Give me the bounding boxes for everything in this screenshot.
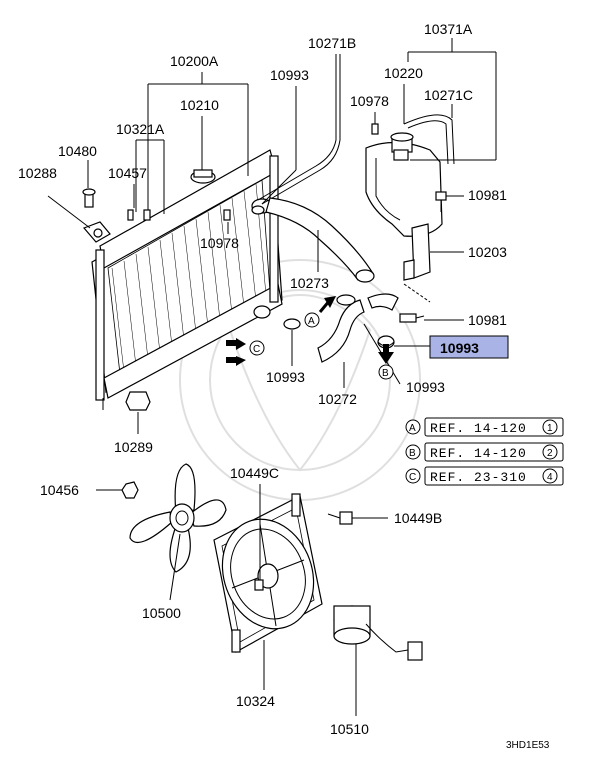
label-10456[interactable]: 10456	[40, 482, 79, 498]
reference-table: A REF. 14-120 1 B REF. 14-120 2 C REF. 2…	[405, 417, 564, 486]
reference-text: REF. 14-120	[430, 421, 527, 436]
radiator-core-fins	[111, 183, 267, 373]
label-10480[interactable]: 10480	[58, 143, 97, 159]
hose-clamp-a[interactable]	[336, 294, 356, 306]
shroud-bolt-b[interactable]	[327, 511, 353, 525]
radiator-rubber-mount[interactable]	[125, 391, 151, 411]
marker-b: B	[382, 368, 389, 379]
svg-text:1: 1	[547, 423, 553, 434]
label-10510[interactable]: 10510	[330, 721, 369, 737]
radiator-cap[interactable]	[190, 169, 216, 184]
svg-text:A: A	[409, 423, 416, 434]
label-10993-lower-left[interactable]: 10993	[266, 369, 305, 385]
reference-row[interactable]: B REF. 14-120 2	[405, 442, 564, 462]
flow-arrow-c	[226, 338, 246, 366]
label-10271C[interactable]: 10271C	[424, 87, 473, 103]
label-10220[interactable]: 10220	[384, 65, 423, 81]
reference-row[interactable]: A REF. 14-120 1	[405, 417, 564, 437]
cooling-fan[interactable]	[129, 463, 227, 573]
leader-lines	[47, 38, 497, 716]
reservoir-bolt-lower[interactable]	[399, 313, 425, 323]
label-10272[interactable]: 10272	[318, 391, 357, 407]
fan-nut[interactable]	[121, 481, 139, 499]
label-10371A[interactable]: 10371A	[424, 21, 473, 37]
label-10449C[interactable]: 10449C	[230, 465, 279, 481]
svg-text:B: B	[409, 448, 416, 459]
label-10210[interactable]: 10210	[180, 97, 219, 113]
label-10321A[interactable]: 10321A	[116, 121, 165, 137]
label-10457[interactable]: 10457	[108, 165, 147, 181]
lower-radiator-hose[interactable]	[317, 299, 365, 363]
label-10993-highlighted[interactable]: 10993	[440, 340, 479, 356]
marker-c: C	[253, 344, 260, 355]
highlight-box	[429, 335, 509, 359]
reference-text: REF. 14-120	[430, 446, 527, 461]
label-10271B[interactable]: 10271B	[308, 35, 356, 51]
svg-text:4: 4	[547, 472, 553, 483]
label-10993-lower-right[interactable]: 10993	[406, 379, 445, 395]
reservoir-tube[interactable]	[403, 114, 455, 165]
label-10288[interactable]: 10288	[18, 165, 57, 181]
label-10289[interactable]: 10289	[114, 439, 153, 455]
fan-shroud[interactable]	[208, 493, 329, 653]
fan-motor[interactable]	[333, 605, 423, 661]
label-10203[interactable]: 10203	[468, 244, 507, 260]
radiator[interactable]	[91, 149, 283, 410]
tube-clip-upper[interactable]	[371, 123, 379, 135]
arrow-markers: A B C	[249, 312, 394, 380]
svg-text:C: C	[409, 472, 416, 483]
reference-row[interactable]: C REF. 23-310 4	[405, 466, 564, 486]
hose-clamp-b[interactable]	[283, 318, 301, 330]
flow-arrow-a	[318, 296, 336, 313]
label-10981-lower[interactable]: 10981	[468, 312, 507, 328]
label-10324[interactable]: 10324	[236, 693, 275, 709]
label-10200A[interactable]: 10200A	[170, 53, 219, 69]
reference-text: REF. 23-310	[430, 470, 527, 485]
part-labels: 10200A 10210 10321A 10480 10457 10288 10…	[18, 21, 509, 737]
shroud-bolt-c[interactable]	[254, 579, 264, 591]
svg-text:2: 2	[547, 448, 553, 459]
label-10273[interactable]: 10273	[290, 275, 329, 291]
marker-a: A	[308, 316, 315, 327]
tube-clip-lower[interactable]	[223, 209, 231, 221]
label-10993-top[interactable]: 10993	[270, 67, 309, 83]
label-10978-left[interactable]: 10978	[200, 235, 239, 251]
overflow-tube[interactable]	[257, 54, 337, 201]
reservoir-bracket[interactable]	[403, 223, 431, 281]
drain-plug[interactable]	[127, 209, 151, 221]
radiator-mount-bracket[interactable]	[82, 188, 111, 243]
upper-radiator-hose[interactable]	[265, 197, 373, 281]
reservoir-tank[interactable]	[365, 132, 443, 237]
label-10500[interactable]: 10500	[142, 605, 181, 621]
label-10978-right[interactable]: 10978	[350, 93, 389, 109]
label-10981-upper[interactable]: 10981	[468, 187, 507, 203]
label-10449B[interactable]: 10449B	[394, 510, 442, 526]
diagram-code: 3HD1E53	[506, 740, 550, 751]
flow-arrow-b	[378, 344, 394, 364]
hose-clamp-c[interactable]	[251, 205, 265, 215]
